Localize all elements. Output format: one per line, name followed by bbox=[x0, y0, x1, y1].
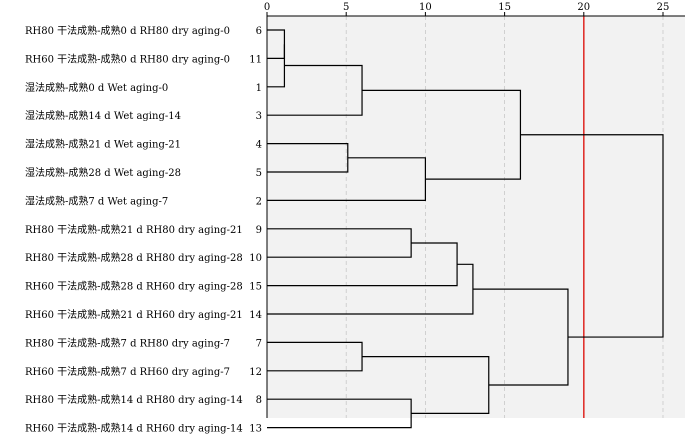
leaf-id: 8 bbox=[256, 395, 262, 406]
dendrogram-link bbox=[520, 134, 664, 338]
plot-area bbox=[267, 16, 685, 418]
leaf-id: 1 bbox=[256, 83, 262, 94]
leaf-id: 10 bbox=[249, 253, 262, 264]
leaf-id: 9 bbox=[256, 225, 262, 236]
x-tick-label: 20 bbox=[577, 2, 590, 13]
link-layer bbox=[267, 29, 664, 429]
leaf-label: RH80 干法成熟-成熟14 d RH80 dry aging-14 bbox=[25, 393, 243, 406]
axis-layer: 0 5 10 15 20 25 bbox=[264, 2, 685, 418]
leaf-label: 湿法成熟-成熟21 d Wet aging-21 bbox=[25, 138, 181, 151]
leaf-id: 15 bbox=[249, 282, 262, 293]
leaf-label: RH80 干法成熟-成熟0 d RH80 dry aging-0 bbox=[25, 24, 230, 37]
leaf-label: 湿法成熟-成熟0 d Wet aging-0 bbox=[25, 81, 168, 94]
leaf-id: 4 bbox=[256, 140, 262, 151]
leaf-label: RH80 干法成熟-成熟7 d RH80 dry aging-7 bbox=[25, 336, 230, 349]
leaf-id: 14 bbox=[249, 310, 262, 321]
leaf-label: RH60 干法成熟-成熟7 d RH60 dry aging-7 bbox=[25, 365, 230, 378]
leaf-id: 3 bbox=[256, 111, 262, 122]
leaf-label: RH60 干法成熟-成熟14 d RH60 dry aging-14 bbox=[25, 422, 243, 435]
leaf-label: 湿法成熟-成熟28 d Wet aging-28 bbox=[25, 166, 181, 179]
leaf-id: 12 bbox=[249, 367, 262, 378]
x-tick-label: 5 bbox=[343, 2, 349, 13]
x-tick-label: 25 bbox=[657, 2, 670, 13]
leaf-id: 2 bbox=[256, 196, 262, 207]
leaf-label: 湿法成熟-成熟7 d Wet aging-7 bbox=[25, 194, 168, 207]
leaf-label: RH80 干法成熟-成熟28 d RH80 dry aging-28 bbox=[25, 251, 243, 264]
leaf-id: 13 bbox=[249, 424, 262, 435]
leaf-label: RH60 干法成熟-成熟28 d RH60 dry aging-28 bbox=[25, 280, 243, 293]
x-tick-label: 0 bbox=[264, 2, 270, 13]
x-tick-label: 15 bbox=[498, 2, 511, 13]
grid-layer bbox=[345, 16, 664, 418]
leaf-id: 7 bbox=[256, 338, 262, 349]
leaf-id: 11 bbox=[249, 54, 262, 65]
leaf-id: 6 bbox=[256, 26, 262, 37]
leaf-id: 5 bbox=[256, 168, 262, 179]
leaf-label: RH80 干法成熟-成熟21 d RH80 dry aging-21 bbox=[25, 223, 243, 236]
x-tick-label: 10 bbox=[419, 2, 432, 13]
leaf-label: RH60 干法成熟-成熟21 d RH60 dry aging-21 bbox=[25, 308, 243, 321]
leaf-label: RH60 干法成熟-成熟0 d RH80 dry aging-0 bbox=[25, 52, 230, 65]
dendrogram-link bbox=[267, 44, 286, 88]
leaf-label: 湿法成熟-成熟14 d Wet aging-14 bbox=[25, 109, 181, 122]
